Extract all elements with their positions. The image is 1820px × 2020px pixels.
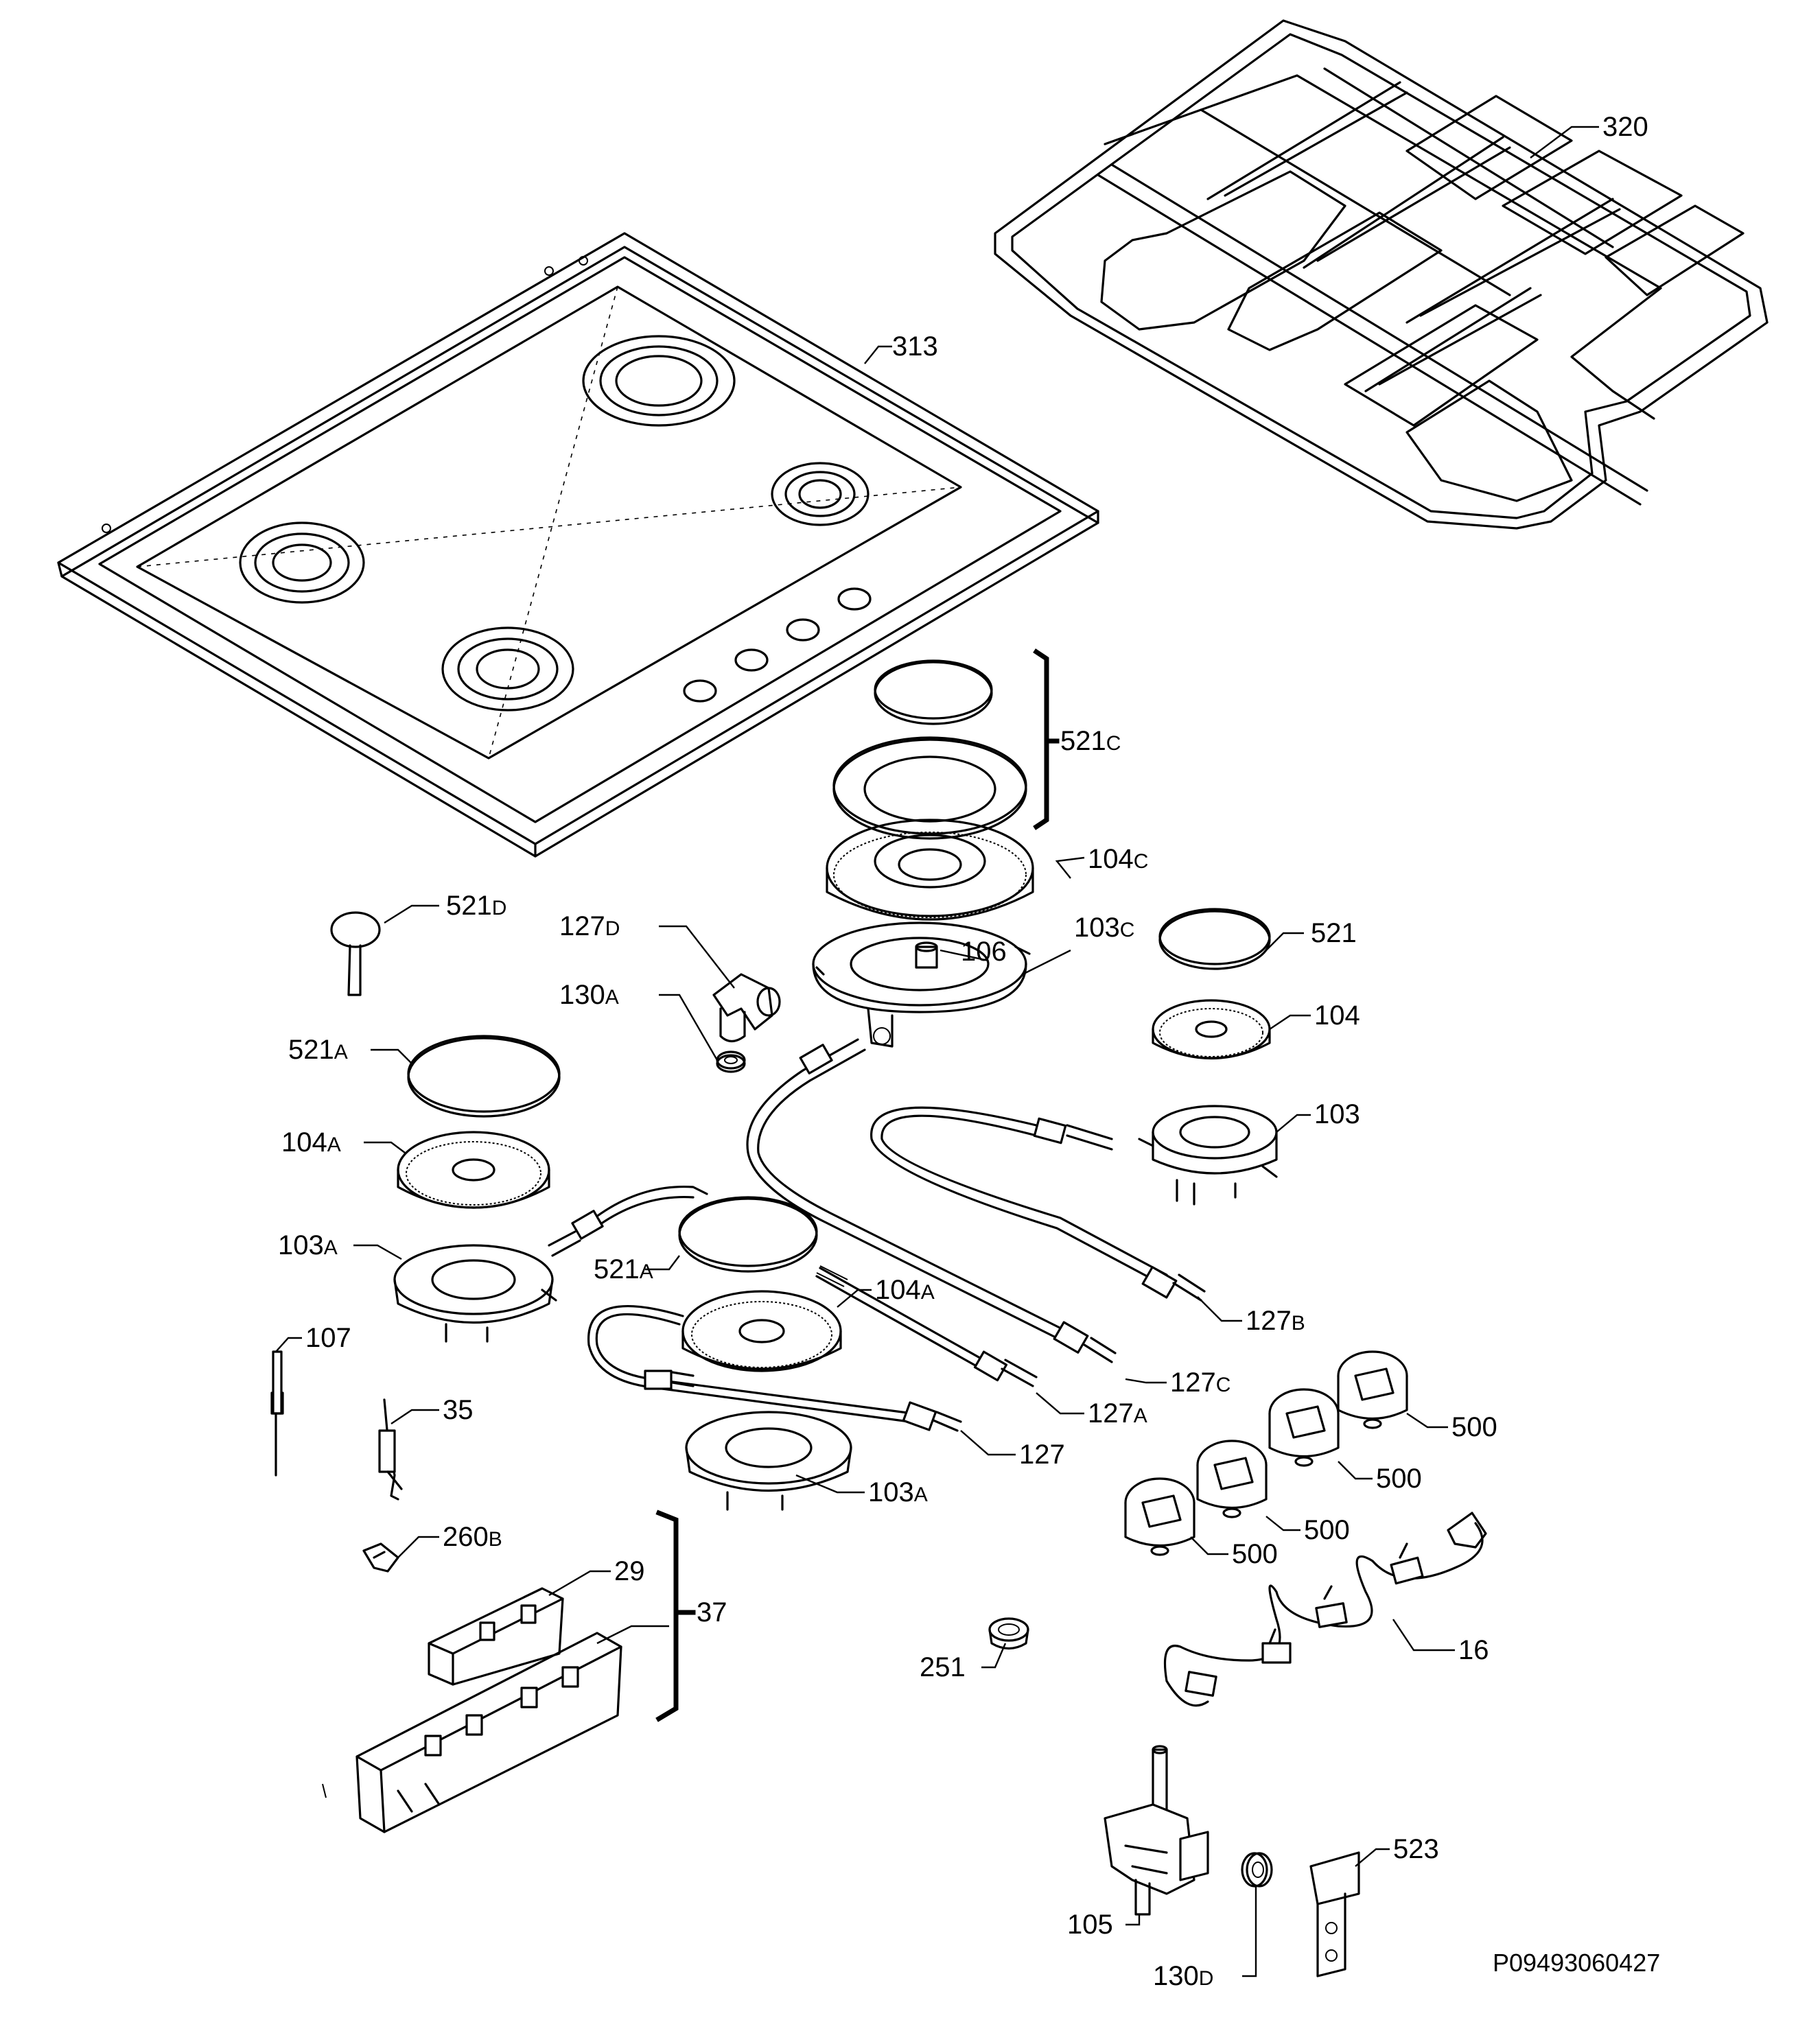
gas-valve-part-105[interactable] [1104, 1745, 1209, 1916]
label-130a: 130A [559, 980, 619, 1010]
cap-part-521c[interactable] [874, 659, 993, 725]
label-500-c: 500 [1304, 1515, 1350, 1545]
label-500-d: 500 [1232, 1539, 1278, 1569]
diagram-code: P09493060427 [1493, 1949, 1660, 1977]
knob-part-500-a[interactable] [1337, 1350, 1408, 1429]
label-523: 523 [1393, 1834, 1439, 1864]
gas-pipe-part-127a[interactable] [815, 1267, 1038, 1387]
label-103c: 103C [1074, 913, 1134, 943]
gas-pipe-part-left[interactable] [548, 1185, 708, 1257]
label-104: 104 [1314, 1000, 1360, 1031]
dashed-separator [816, 1265, 848, 1287]
label-521: 521 [1311, 918, 1357, 948]
label-521d: 521D [446, 891, 506, 921]
label-35: 35 [443, 1395, 474, 1425]
seal-part-130a[interactable] [716, 1050, 746, 1073]
label-127c: 127C [1170, 1367, 1230, 1398]
label-130d: 130D [1153, 1961, 1213, 1991]
label-105: 105 [1067, 1910, 1113, 1940]
label-16: 16 [1458, 1635, 1489, 1665]
burner-base-part-103a-center[interactable] [685, 1411, 852, 1511]
label-127a: 127A [1088, 1398, 1147, 1429]
label-37: 37 [697, 1597, 727, 1628]
cap-part-521[interactable] [1158, 908, 1271, 970]
label-103a-left: 103A [278, 1230, 338, 1260]
burner-base-part-103c[interactable] [812, 921, 1031, 1048]
cap-pin-part-521d[interactable] [330, 911, 381, 996]
knob-part-500-c[interactable] [1196, 1440, 1268, 1518]
ignition-unit-part-37[interactable] [355, 1632, 622, 1833]
label-521a-left: 521A [288, 1035, 348, 1065]
elbow-part-127d[interactable] [712, 973, 781, 1043]
burner-crown-part-104c[interactable] [826, 819, 1034, 921]
ignition-part-29[interactable] [428, 1587, 564, 1686]
ring-cap-part-521c[interactable] [832, 736, 1027, 840]
label-127d: 127D [559, 911, 620, 941]
label-103a-center: 103A [868, 1477, 928, 1507]
label-127b: 127B [1246, 1306, 1305, 1336]
thermocouple-part-107[interactable] [270, 1350, 284, 1477]
seal-part-130d[interactable] [1241, 1852, 1273, 1888]
bracket-37 [655, 1510, 696, 1722]
injector-part-106[interactable] [915, 941, 938, 969]
label-104a-left: 104A [281, 1127, 341, 1158]
hob-top-part-313[interactable] [57, 232, 1099, 858]
leader-lines [275, 126, 1599, 1977]
label-107: 107 [305, 1323, 351, 1353]
cap-part-521a-left[interactable] [407, 1035, 561, 1118]
burner-crown-part-104a-left[interactable] [397, 1131, 550, 1209]
burner-base-part-103[interactable] [1138, 1105, 1278, 1206]
label-320: 320 [1602, 112, 1648, 142]
label-29: 29 [614, 1556, 645, 1586]
seal-part-251[interactable] [988, 1617, 1029, 1650]
label-104c: 104C [1088, 844, 1148, 874]
knob-part-500-b[interactable] [1268, 1388, 1340, 1467]
burner-crown-part-104a-center[interactable] [681, 1290, 842, 1372]
knob-part-500-d[interactable] [1124, 1477, 1195, 1556]
part-labels: 320 313 521C 104C 521D 127D 106 103C 521… [278, 112, 1660, 1991]
label-127: 127 [1019, 1440, 1065, 1470]
gas-pipe-part-127b[interactable] [870, 1106, 1206, 1302]
bracket-521c [1033, 648, 1060, 830]
label-500-a: 500 [1451, 1412, 1497, 1442]
burner-crown-part-104[interactable] [1152, 999, 1271, 1060]
wiring-harness-part-16[interactable] [1163, 1512, 1487, 1707]
label-521c: 521C [1060, 726, 1121, 756]
gas-pipe-part-127c[interactable] [746, 1038, 1117, 1363]
label-521a-center: 521A [594, 1254, 653, 1284]
label-500-b: 500 [1376, 1464, 1422, 1494]
label-103: 103 [1314, 1099, 1360, 1129]
cap-part-521a-center[interactable] [678, 1196, 818, 1273]
label-260b: 260B [443, 1522, 502, 1552]
burner-base-part-103a-left[interactable] [393, 1244, 557, 1343]
electrode-part-35[interactable] [378, 1398, 403, 1501]
gas-pipe-part-127[interactable] [587, 1304, 962, 1432]
pan-support-part-320[interactable] [994, 19, 1769, 530]
label-106: 106 [961, 937, 1007, 967]
label-313: 313 [892, 331, 938, 362]
bracket-part-523[interactable] [1309, 1851, 1360, 1977]
clip-part-260b[interactable] [362, 1542, 399, 1573]
label-251: 251 [920, 1652, 966, 1682]
label-104a-center: 104A [875, 1275, 935, 1305]
